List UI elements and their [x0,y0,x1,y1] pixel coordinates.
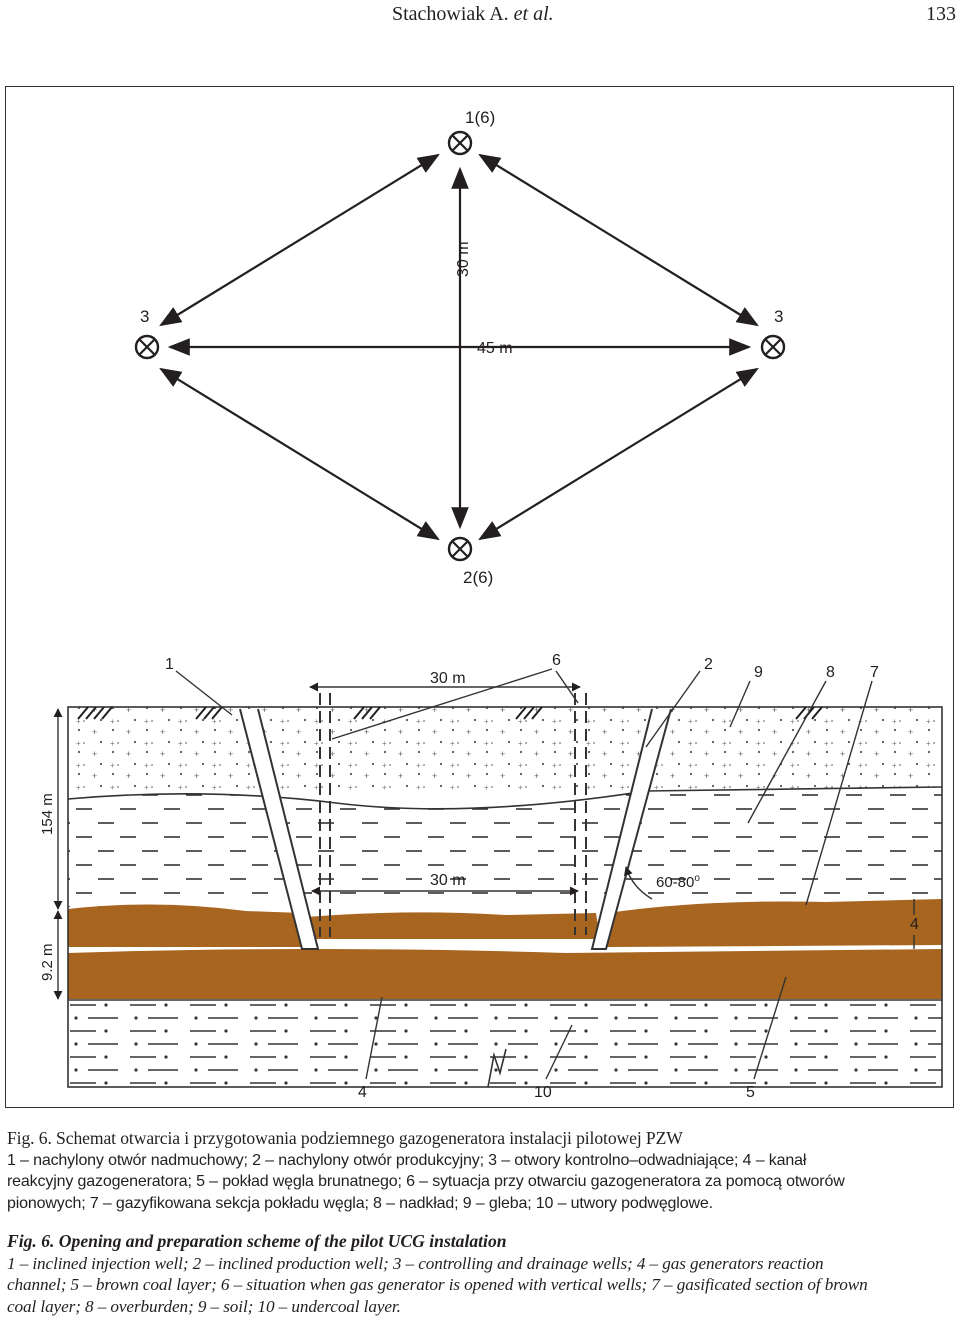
author-names: Stachowiak A. [392,3,514,25]
label-5: 5 [746,1084,755,1101]
caption-en-line-2: channel; 5 – brown coal layer; 6 – situa… [7,1275,868,1295]
coal-seam-upper-right [602,899,942,947]
well-left-icon [134,334,160,360]
undercoal-layer [68,1001,942,1087]
caption-pl-line-3: pionowych; 7 – gazyfikowana sekcja pokła… [7,1194,713,1212]
caption-en-line-3: coal layer; 8 – overburden; 9 – soil; 10… [7,1296,401,1316]
well-top-icon [447,130,473,156]
label-6: 6 [552,652,561,669]
caption-english: Fig. 6. Opening and preparation scheme o… [7,1231,955,1317]
label-9: 9 [754,664,763,681]
coal-seam-upper-left [68,904,306,949]
page-number: 133 [926,3,956,25]
label-4-right: 4 [910,916,919,933]
running-header: Stachowiak A. et al. 133 [0,0,960,40]
plan-line-bottom-right [478,367,759,541]
plan-view: 1(6) 2(6) 3 3 30 m 45 m [134,108,786,587]
label-1: 1 [165,656,174,673]
coal-seam-upper-middle [306,912,600,939]
inclined-injection-well [239,708,320,950]
well-right-icon [760,334,786,360]
break-symbol [487,1048,507,1088]
label-10: 10 [534,1084,552,1101]
section-view: 30 m 30 m 1 6 2 9 8 7 60-80o 154 m [39,652,943,1101]
inclined-production-well [590,708,672,950]
depth-overburden-label: 154 m [39,793,56,835]
caption-en-line-1: 1 – inclined injection well; 2 – incline… [7,1253,824,1273]
plan-line-top-left [159,153,440,327]
caption-polish: Fig. 6. Schemat otwarcia i przygotowania… [7,1128,955,1214]
running-author: Stachowiak A. et al. [392,3,554,26]
horizontal-distance-label: 45 m [477,340,513,357]
well-top-label: 1(6) [465,108,495,127]
caption-pl-title: Fig. 6. Schemat otwarcia i przygotowania… [7,1128,683,1148]
depth-coal-label: 9.2 m [39,943,56,981]
plan-line-bottom-left [159,367,440,541]
figure-6: + + [5,86,954,1108]
label-7: 7 [870,664,879,681]
vertical-distance-label: 30 m [455,241,472,277]
section-frame [67,706,943,1088]
coal-seam-lower [68,949,942,999]
surface-hatches [77,706,823,720]
top-width-label: 30 m [430,670,466,687]
well-bottom-icon [447,536,473,562]
caption-en-title: Fig. 6. Opening and preparation scheme o… [7,1231,507,1251]
reaction-channel [68,938,943,952]
well-right-label: 3 [774,307,783,326]
well-bottom-label: 2(6) [463,568,493,587]
angle-label: 60-80o [656,873,700,891]
label-2: 2 [704,656,713,673]
figure-diagram: + + [39,108,943,1101]
bottom-width-label: 30 m [430,872,466,889]
well-left-label: 3 [140,307,149,326]
caption-pl-line-2: reakcyjny gazogeneratora; 5 – pokład węg… [7,1173,845,1191]
caption-pl-line-1: 1 – nachylony otwór nadmuchowy; 2 – nach… [7,1151,807,1169]
label-4-bottom: 4 [358,1084,367,1101]
soil-layer [68,707,942,795]
plan-line-top-right [478,153,759,327]
label-8: 8 [826,664,835,681]
author-et-al: et al. [513,3,554,25]
